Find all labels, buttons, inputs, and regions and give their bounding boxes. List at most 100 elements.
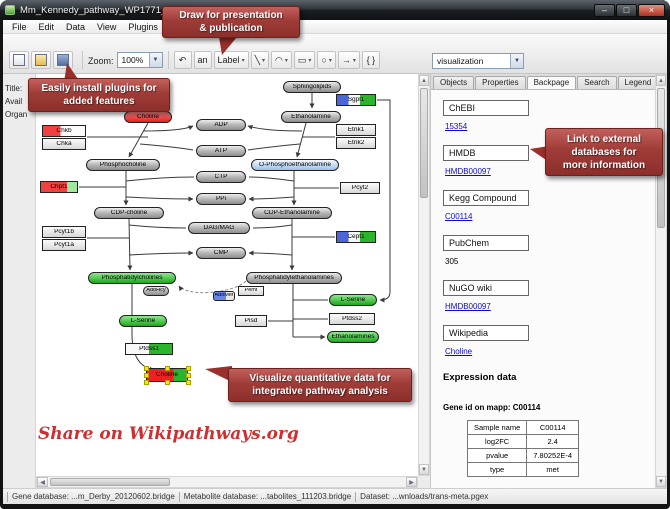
pathway-edge[interactable] xyxy=(248,196,295,202)
canvas-vertical-scrollbar[interactable]: ▲ ▼ xyxy=(418,74,430,476)
pathway-node-adomet[interactable]: AdoMet xyxy=(213,291,235,301)
pathway-edge[interactable] xyxy=(131,284,155,372)
scroll-up-icon[interactable]: ▲ xyxy=(419,75,429,86)
tab-legend[interactable]: Legend xyxy=(617,76,659,89)
tab-properties[interactable]: Properties xyxy=(475,76,526,89)
pathway-edge[interactable] xyxy=(127,218,133,271)
tab-backpage[interactable]: Backpage xyxy=(526,76,577,89)
pathway-node-pisd[interactable]: Pisd xyxy=(235,315,267,327)
link-hmdb00097[interactable]: HMDB00097 xyxy=(445,167,491,176)
pathway-node-o-phosphoethanolamine[interactable]: O-Phosphoethanolamine xyxy=(251,159,339,171)
link-15354[interactable]: 15354 xyxy=(445,122,468,131)
pathway-node-etnk1[interactable]: Etnk1 xyxy=(336,124,376,136)
scroll-down-icon[interactable]: ▼ xyxy=(656,476,666,487)
tab-objects[interactable]: Objects xyxy=(433,76,475,89)
pathway-node-phosphatidylethanolamines[interactable]: Phosphatidylethanolamines xyxy=(246,272,342,284)
link-choline[interactable]: Choline xyxy=(445,347,473,356)
scroll-up-icon[interactable]: ▲ xyxy=(656,75,666,86)
scrollbar-thumb[interactable] xyxy=(420,88,428,198)
pathway-edge[interactable] xyxy=(142,125,194,132)
pathway-node-choline[interactable]: Choline xyxy=(144,366,191,385)
link-hmdb00097[interactable]: HMDB00097 xyxy=(445,302,491,311)
menu-view[interactable]: View xyxy=(97,21,117,32)
pathway-edge[interactable] xyxy=(377,99,391,303)
pathway-edge[interactable] xyxy=(125,176,195,182)
rectangle-tool-button[interactable]: ▭▾ xyxy=(293,51,316,69)
pathway-node-chka[interactable]: Chka xyxy=(42,138,86,150)
pathway-edge[interactable] xyxy=(178,280,247,294)
pathway-node-chkb[interactable]: Chkb xyxy=(42,125,86,137)
pathway-node-ethanolamines[interactable]: Ethanolamines xyxy=(327,331,379,343)
visualization-combobox[interactable]: visualization ▼ xyxy=(432,53,524,69)
pathway-node-sgpl1[interactable]: Sgpl1 xyxy=(336,94,376,106)
selection-handle[interactable] xyxy=(186,380,191,385)
selection-handle[interactable] xyxy=(144,373,149,378)
pathway-node-ppi[interactable]: PPi xyxy=(196,193,246,205)
pathway-node-pcyt1a[interactable]: Pcyt1a xyxy=(42,239,86,251)
minimize-button[interactable]: – xyxy=(594,3,615,17)
connector-tool-button[interactable]: →▾ xyxy=(337,51,360,69)
pathway-node-phosphatidylcholines[interactable]: Phosphatidylcholines xyxy=(88,272,176,284)
pathway-edge[interactable] xyxy=(295,122,307,158)
pathway-edge[interactable] xyxy=(128,250,194,256)
pathway-node-l-serine[interactable]: L-Serine xyxy=(329,294,377,306)
pathway-node-dag-mag[interactable]: DAG/MAG xyxy=(188,222,250,234)
pathway-node-choline[interactable]: Choline xyxy=(124,111,172,123)
line-tool-button[interactable]: ╲▾ xyxy=(250,51,270,69)
brace-tool-button[interactable]: { } xyxy=(361,51,380,69)
menu-edit[interactable]: Edit xyxy=(38,21,55,32)
oval-tool-button[interactable]: ○▾ xyxy=(317,51,336,69)
pathway-node-pemt[interactable]: Pemt xyxy=(238,286,264,296)
selection-handle[interactable] xyxy=(186,366,191,371)
selection-handle[interactable] xyxy=(186,373,191,378)
pathway-edge[interactable] xyxy=(252,224,293,229)
pathway-edge[interactable] xyxy=(247,143,301,151)
pathway-node-cmp[interactable]: CMP xyxy=(196,247,246,259)
undo-button[interactable]: ↶ xyxy=(173,51,192,69)
menu-data[interactable]: Data xyxy=(66,21,86,32)
menu-plugins[interactable]: Plugins xyxy=(128,21,158,32)
pathway-edge[interactable] xyxy=(139,143,194,151)
pathway-node-ptdss2[interactable]: Ptdss2 xyxy=(329,313,375,325)
pathway-edge[interactable] xyxy=(247,124,303,132)
pathway-node-cdp-choline[interactable]: CDP-choline xyxy=(94,207,164,219)
pathway-node-etnk2[interactable]: Etnk2 xyxy=(336,137,376,149)
menu-file[interactable]: File xyxy=(12,21,27,32)
scrollbar-thumb[interactable] xyxy=(50,478,170,486)
pathway-node-pcyt1b[interactable]: Pcyt1b xyxy=(42,226,86,238)
open-pathway-button[interactable] xyxy=(31,51,51,69)
selection-handle[interactable] xyxy=(165,380,170,385)
selection-handle[interactable] xyxy=(144,380,149,385)
selection-handle[interactable] xyxy=(144,366,149,371)
tab-search[interactable]: Search xyxy=(577,76,617,89)
chevron-down-icon[interactable]: ▼ xyxy=(148,53,162,67)
chevron-down-icon[interactable]: ▼ xyxy=(510,54,523,68)
arc-tool-button[interactable]: ◠▾ xyxy=(271,51,292,69)
pathway-node-sphingolipids[interactable]: Sphingolipids xyxy=(283,81,341,93)
maximize-button[interactable]: □ xyxy=(616,3,637,17)
scroll-left-icon[interactable]: ◀ xyxy=(37,477,48,487)
pathway-node-chpt1[interactable]: Chpt1 xyxy=(40,181,78,193)
link-c00114[interactable]: C00114 xyxy=(445,212,473,221)
pathway-node-pcyt2[interactable]: Pcyt2 xyxy=(340,182,380,194)
selection-handle[interactable] xyxy=(165,366,170,371)
pathway-node-adohcy[interactable]: AdoHcy xyxy=(143,286,169,296)
pathway-node-ethanolamine[interactable]: Ethanolamine xyxy=(281,111,341,123)
pathway-node-ctp[interactable]: CTP xyxy=(196,171,246,183)
scroll-right-icon[interactable]: ▶ xyxy=(406,477,417,487)
pathway-edge[interactable] xyxy=(128,122,149,158)
annotation-tool-button[interactable]: an xyxy=(193,51,212,69)
close-button[interactable]: × xyxy=(638,3,665,17)
canvas-horizontal-scrollbar[interactable]: ◀ ▶ xyxy=(36,476,418,488)
pathway-node-cept1[interactable]: Cept1 xyxy=(336,231,376,243)
pathway-node-phosphocholine[interactable]: Phosphocholine xyxy=(86,159,160,171)
pathway-node-adp[interactable]: ADP xyxy=(196,119,246,131)
scroll-down-icon[interactable]: ▼ xyxy=(419,464,429,475)
pathway-node-ptdss1[interactable]: Ptdss1 xyxy=(125,343,173,355)
zoom-combobox[interactable]: 100% ▼ xyxy=(116,52,163,68)
pathway-edge[interactable] xyxy=(248,250,293,256)
pathway-node-cdp-ethanolamine[interactable]: CDP-Ethanolamine xyxy=(252,207,332,219)
pathway-edge[interactable] xyxy=(125,196,194,202)
new-pathway-button[interactable] xyxy=(9,51,29,69)
